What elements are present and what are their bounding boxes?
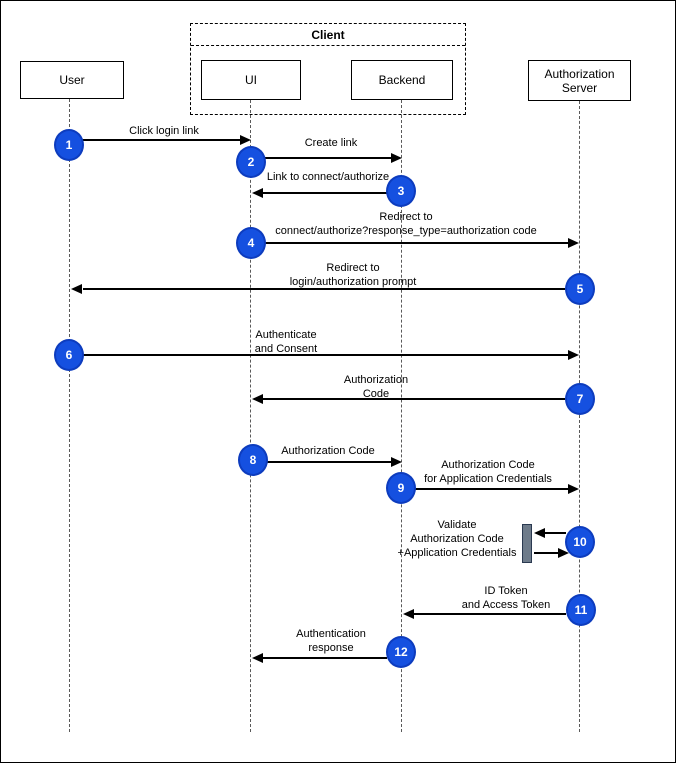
- step-badge-9: 9: [386, 472, 416, 504]
- step-badge-1: 1: [54, 129, 84, 161]
- message-2-arrowhead: [391, 153, 402, 163]
- step-badge-8: 8: [238, 444, 268, 476]
- message-5-label: Redirect to login/authorization prompt: [289, 262, 417, 288]
- message-7-line: [263, 398, 565, 400]
- step-badge-11: 11: [566, 594, 596, 626]
- message-11-line: [414, 613, 566, 615]
- step-badge-5: 5: [565, 273, 595, 305]
- actor-auth-server-label: Authorization Server: [544, 66, 615, 95]
- message-5-line: [83, 288, 565, 290]
- message-4-arrowhead: [568, 238, 579, 248]
- message-1-label: Click login link: [129, 125, 199, 137]
- message-9-line: [403, 488, 571, 490]
- message-10-arrowhead-out: [558, 548, 569, 558]
- message-8-line: [255, 461, 393, 463]
- actor-ui-label: UI: [245, 73, 257, 87]
- actor-backend-label: Backend: [378, 73, 426, 87]
- message-8-label: Authorization Code: [281, 445, 375, 457]
- message-10-line-out: [534, 552, 559, 554]
- step-badge-10: 10: [565, 526, 595, 558]
- message-10-arrowhead-in: [534, 528, 545, 538]
- message-4-label: Redirect to connect/authorize?response_t…: [275, 211, 537, 237]
- actor-auth-server: Authorization Server: [528, 60, 631, 101]
- message-1-line: [71, 139, 241, 141]
- message-2-label: Create link: [304, 137, 358, 149]
- message-9-arrowhead: [568, 484, 579, 494]
- actor-user: User: [20, 61, 124, 99]
- message-10-label: Validate Authorization Code +Application…: [397, 519, 517, 559]
- message-11-arrowhead: [403, 609, 414, 619]
- message-12-label: Authentication response: [296, 628, 366, 654]
- message-6-line: [73, 354, 570, 356]
- message-7-label: Authorization Code: [343, 374, 409, 400]
- message-10-line-in: [545, 532, 566, 534]
- step-badge-12: 12: [386, 636, 416, 668]
- message-7-arrowhead: [252, 394, 263, 404]
- message-4-line: [253, 242, 570, 244]
- message-3-arrowhead: [252, 188, 263, 198]
- step-badge-6: 6: [54, 339, 84, 371]
- actor-user-label: User: [59, 73, 85, 87]
- message-8-arrowhead: [391, 457, 402, 467]
- message-6-label: Authenticate and Consent: [254, 329, 318, 355]
- client-frame: Client: [190, 23, 466, 115]
- message-1-arrowhead: [240, 135, 251, 145]
- step-badge-2: 2: [236, 146, 266, 178]
- lifeline-auth-server: [579, 101, 580, 732]
- step-badge-3: 3: [386, 175, 416, 207]
- client-frame-title: Client: [191, 24, 465, 46]
- step-badge-4: 4: [236, 227, 266, 259]
- message-3-line: [263, 192, 401, 194]
- message-6-arrowhead: [568, 350, 579, 360]
- message-12-arrowhead: [252, 653, 263, 663]
- message-2-line: [253, 157, 393, 159]
- message-5-arrowhead: [71, 284, 82, 294]
- lifeline-user: [69, 99, 70, 732]
- lifeline-backend: [401, 100, 402, 732]
- lifeline-ui: [250, 100, 251, 732]
- message-3-label: Link to connect/authorize: [266, 171, 390, 183]
- message-11-label: ID Token and Access Token: [461, 585, 551, 611]
- actor-ui: UI: [201, 60, 301, 100]
- message-9-label: Authorization Code for Application Crede…: [424, 459, 552, 485]
- message-12-line: [263, 657, 387, 659]
- step-badge-7: 7: [565, 383, 595, 415]
- activation-bar: [522, 524, 532, 563]
- actor-backend: Backend: [351, 60, 453, 100]
